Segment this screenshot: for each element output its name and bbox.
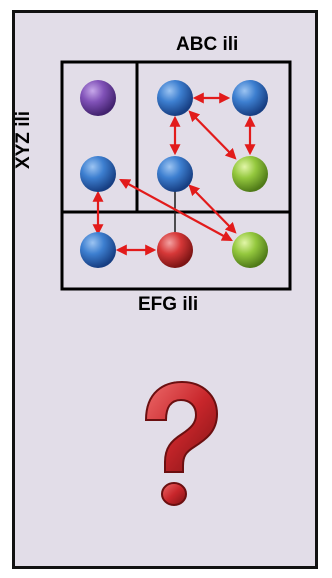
grid-outer-border xyxy=(60,60,292,291)
group-label-abc: ABC ili xyxy=(176,34,239,55)
group-label-xyz: XYZ ili xyxy=(13,110,34,170)
group-label-efg: EFG ili xyxy=(138,294,199,315)
node-blue-xyz xyxy=(80,156,116,192)
arrow-center-to-green xyxy=(188,184,237,234)
arrow-abc-diagonal xyxy=(188,110,237,160)
nodes xyxy=(80,80,268,268)
node-blue-center xyxy=(157,156,193,192)
question-mark-icon xyxy=(144,380,219,506)
node-blue-abc-2 xyxy=(232,80,268,116)
arrows xyxy=(92,92,256,256)
node-purple xyxy=(80,80,116,116)
node-red xyxy=(157,232,193,268)
node-green-abc xyxy=(232,156,268,192)
node-blue-efg xyxy=(80,232,116,268)
node-blue-abc-1 xyxy=(157,80,193,116)
node-green-efg xyxy=(232,232,268,268)
